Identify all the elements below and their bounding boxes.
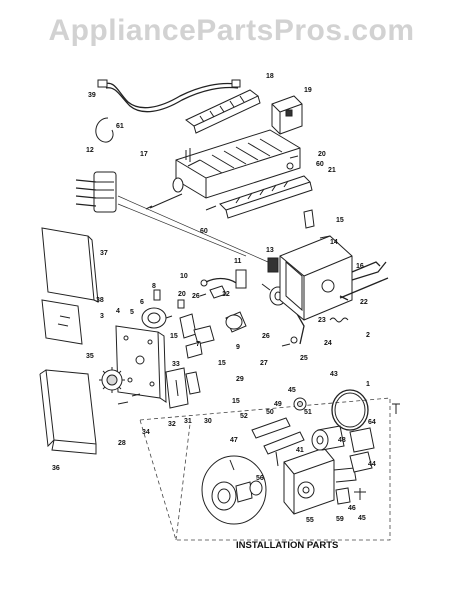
watermark-text: AppliancePartsPros.com [48, 14, 415, 47]
part-label-36: 36 [52, 465, 60, 472]
part-label-15-top: 15 [336, 217, 344, 224]
clip-14-15 [303, 209, 331, 239]
bail-arm [339, 277, 389, 299]
cover-plate-38 [41, 299, 83, 345]
installation-parts-box [139, 397, 391, 541]
part-label-3: 3 [100, 313, 104, 320]
part-label-24: 24 [324, 340, 332, 347]
part-label-18-top: 18 [266, 73, 274, 80]
clamps-44-45 [349, 427, 375, 500]
part-label-30: 30 [204, 418, 212, 425]
part-label-39: 39 [88, 92, 96, 99]
part-number-labels: 39 18 19 61 17 12 20 60 21 60 15 14 37 1… [52, 73, 376, 524]
compression-fitting-inset [201, 455, 267, 525]
part-label-9: 9 [236, 344, 240, 351]
part-label-8: 8 [152, 283, 156, 290]
part-label-50: 50 [266, 409, 274, 416]
part-label-22: 22 [360, 299, 368, 306]
cover-plate-37 [41, 227, 99, 303]
part-label-45-top: 45 [288, 387, 296, 394]
drive-gear [99, 367, 125, 393]
part-label-2: 2 [366, 332, 370, 339]
tubing-fittings [251, 397, 307, 467]
part-label-15-low: 15 [232, 398, 240, 405]
part-label-31: 31 [184, 418, 192, 425]
shut-off-arm [281, 311, 349, 347]
mold-cover-block [271, 95, 303, 135]
part-label-64: 64 [368, 419, 376, 426]
part-label-12-mid: 12 [222, 291, 230, 298]
part-label-33: 33 [172, 361, 180, 368]
part-label-11: 11 [234, 258, 242, 265]
part-label-7: 7 [196, 341, 200, 348]
part-label-1: 1 [366, 381, 370, 388]
part-label-15-mid2: 15 [218, 360, 226, 367]
part-label-41: 41 [296, 447, 304, 454]
part-label-47: 47 [230, 437, 238, 444]
part-label-12: 12 [86, 147, 94, 154]
part-label-10: 10 [180, 273, 188, 280]
wire-connector [75, 171, 117, 213]
wire-harness [95, 79, 241, 143]
part-label-35: 35 [86, 353, 94, 360]
part-label-44: 44 [368, 461, 376, 468]
part-label-28: 28 [118, 440, 126, 447]
part-label-23: 23 [318, 317, 326, 324]
front-cover-36 [39, 369, 97, 455]
part-label-38: 38 [96, 297, 104, 304]
part-label-27: 27 [260, 360, 268, 367]
installation-parts-title: INSTALLATION PARTS [236, 540, 338, 551]
ice-stripper [205, 155, 313, 219]
switch-parts [153, 285, 247, 359]
part-label-4: 4 [116, 308, 120, 315]
part-label-25: 25 [300, 355, 308, 362]
part-label-21: 21 [328, 167, 336, 174]
part-label-52: 52 [240, 413, 248, 420]
ice-mold [145, 129, 301, 210]
part-label-55: 55 [306, 517, 314, 524]
part-label-49: 49 [274, 401, 282, 408]
part-label-61: 61 [116, 123, 124, 130]
part-label-5: 5 [130, 309, 134, 316]
part-label-17: 17 [140, 151, 148, 158]
part-label-13: 13 [266, 247, 274, 254]
part-label-60-top: 60 [316, 161, 324, 168]
part-label-16: 16 [356, 263, 364, 270]
seal-ring-1 [331, 389, 369, 431]
screw-far-right [392, 403, 400, 414]
part-label-48: 48 [338, 437, 346, 444]
part-label-46: 46 [348, 505, 356, 512]
part-label-37: 37 [100, 250, 108, 257]
small-fitting-56 [335, 487, 351, 505]
part-label-14: 14 [330, 239, 338, 246]
part-label-34: 34 [142, 429, 150, 436]
part-label-45-bot: 45 [358, 515, 366, 522]
bracket-assembly [117, 367, 201, 409]
ice-stripper-cover [185, 89, 261, 134]
water-valve-assembly [283, 447, 357, 515]
part-label-51: 51 [304, 409, 312, 416]
timer-motor [141, 307, 173, 329]
part-label-29: 29 [236, 376, 244, 383]
part-label-43: 43 [330, 371, 338, 378]
valve-bracket [311, 425, 345, 451]
part-label-32: 32 [168, 421, 176, 428]
part-label-26-mid: 26 [262, 333, 270, 340]
part-label-20-top: 20 [318, 151, 326, 158]
part-label-6: 6 [140, 299, 144, 306]
part-label-56: 56 [256, 475, 264, 482]
part-label-20-mid: 20 [178, 291, 186, 298]
part-label-59: 59 [336, 516, 344, 523]
part-label-19: 19 [304, 87, 312, 94]
part-label-60-left: 60 [200, 228, 208, 235]
part-label-15-mid: 15 [170, 333, 178, 340]
mounting-plate [115, 325, 167, 403]
part-label-26-top: 26 [192, 293, 200, 300]
control-module-housing [279, 235, 387, 321]
